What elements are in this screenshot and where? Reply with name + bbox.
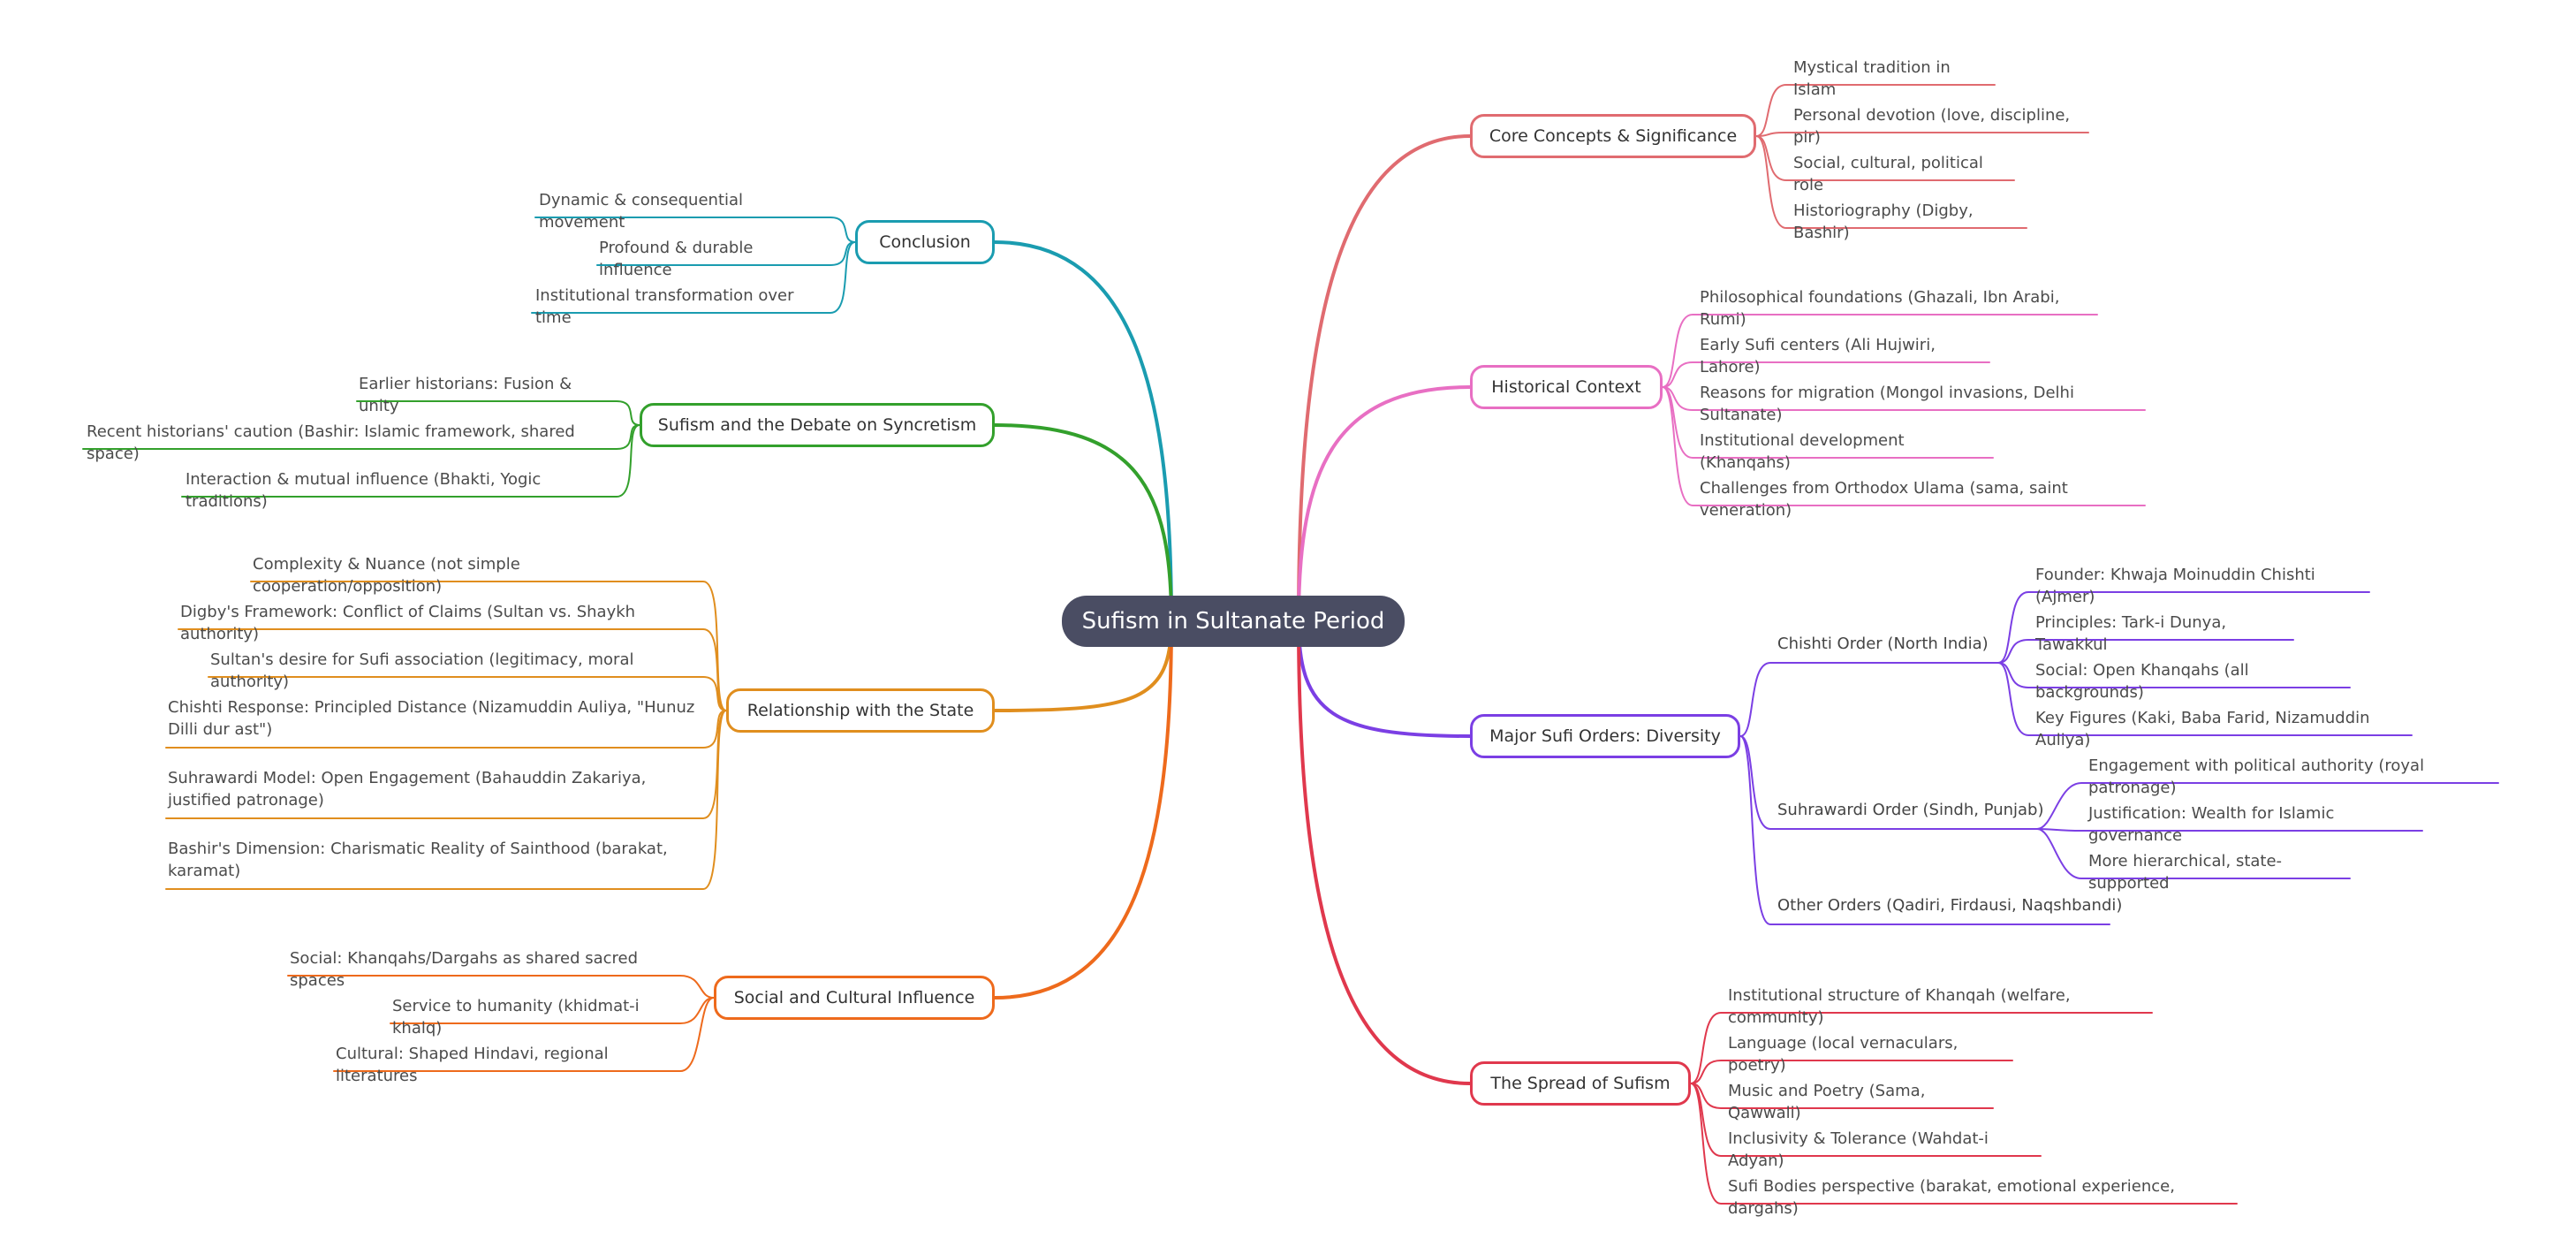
sub-suhrawardi-order[interactable]: Suhrawardi Order (Sindh, Punjab) (1777, 801, 2044, 819)
leaf-social-cultural[interactable]: Service to humanity (khidmat-i khalq) (392, 997, 640, 1038)
leaf-connector (1739, 735, 2038, 830)
leaf-connector (1755, 84, 1996, 137)
leaf-historical-context[interactable]: Philosophical foundations (Ghazali, Ibn … (1700, 288, 2060, 329)
leaf-connector (1997, 662, 2351, 688)
leaf-connector (2036, 828, 2351, 879)
leaf-conclusion[interactable]: Profound & durable influence (599, 239, 754, 279)
leaf-connector (1997, 639, 2294, 664)
leaf-spread-of-sufism[interactable]: Sufi Bodies perspective (barakat, emotio… (1728, 1177, 2175, 1218)
branch-conclusion[interactable]: Conclusion (855, 220, 995, 264)
leaf-connector (1690, 1060, 2013, 1084)
leaf-connector (390, 997, 715, 1024)
leaf-connector (1662, 386, 2146, 411)
branch-historical-context[interactable]: Historical Context (1470, 365, 1663, 409)
leaf-syncretism[interactable]: Recent historians' caution (Bashir: Isla… (87, 422, 575, 463)
leaf-suhrawardi[interactable]: More hierarchical, state-supported (2088, 852, 2283, 893)
leaf-state[interactable]: Chishti Response: Principled Distance (N… (168, 698, 695, 739)
leaf-connector (181, 424, 640, 498)
trunk-connector (993, 423, 1173, 623)
branch-spread-of-sufism[interactable]: The Spread of Sufism (1470, 1061, 1691, 1106)
leaf-connector (287, 975, 715, 999)
leaf-historical-context[interactable]: Reasons for migration (Mongol invasions,… (1700, 384, 2074, 424)
leaf-conclusion[interactable]: Institutional transformation over time (535, 286, 794, 327)
leaf-syncretism[interactable]: Interaction & mutual influence (Bhakti, … (186, 470, 542, 511)
leaf-spread-of-sufism[interactable]: Inclusivity & Tolerance (Wahdat-i Adyan) (1728, 1129, 1989, 1170)
leaf-connector (1739, 735, 2110, 925)
leaf-connector (596, 241, 856, 266)
leaf-social-cultural[interactable]: Cultural: Shaped Hindavi, regional liter… (336, 1045, 609, 1085)
sub-chishti-order[interactable]: Chishti Order (North India) (1777, 635, 1989, 653)
leaf-historical-context[interactable]: Early Sufi centers (Ali Hujwiri, Lahore) (1700, 336, 1936, 376)
leaf-chishti[interactable]: Social: Open Khanqahs (all backgrounds) (2035, 661, 2249, 702)
leaf-state[interactable]: Bashir's Dimension: Charismatic Reality … (168, 840, 668, 880)
leaf-state[interactable]: Suhrawardi Model: Open Engagement (Bahau… (168, 769, 647, 810)
leaf-state[interactable]: Sultan's desire for Sufi association (le… (210, 650, 634, 691)
leaf-connector (82, 424, 640, 450)
trunk-connector (993, 620, 1173, 1000)
leaf-connector (1662, 386, 2146, 506)
branch-syncretism-debate[interactable]: Sufism and the Debate on Syncretism (640, 403, 995, 447)
leaf-chishti[interactable]: Principles: Tark-i Dunya, Tawakkul (2035, 613, 2227, 654)
branch-relationship-with-state[interactable]: Relationship with the State (726, 688, 995, 733)
leaf-core-concepts[interactable]: Personal devotion (love, discipline, pir… (1793, 106, 2071, 147)
leaf-core-concepts[interactable]: Mystical tradition in Islam (1793, 58, 1951, 99)
leaf-historical-context[interactable]: Challenges from Orthodox Ulama (sama, sa… (1700, 479, 2068, 520)
leaf-connector (1662, 361, 1990, 388)
leaf-connector (1997, 591, 2370, 664)
trunk-connector (1297, 620, 1472, 1085)
leaf-connector (1755, 135, 2027, 229)
trunk-connector (1297, 385, 1472, 623)
leaf-connector (1739, 662, 1999, 737)
leaf-connector (531, 241, 856, 314)
leaf-connector (1997, 662, 2413, 736)
leaf-connector (1662, 314, 2098, 388)
leaf-connector (2036, 782, 2499, 830)
leaf-connector (165, 710, 727, 890)
leaf-historical-context[interactable]: Institutional development (Khanqahs) (1700, 431, 1905, 472)
leaf-suhrawardi[interactable]: Engagement with political authority (roy… (2088, 756, 2425, 797)
trunk-connector (993, 620, 1173, 712)
leaf-spread-of-sufism[interactable]: Institutional structure of Khanqah (welf… (1728, 986, 2071, 1027)
leaf-connector (250, 581, 727, 711)
leaf-social-cultural[interactable]: Social: Khanqahs/Dargahs as shared sacre… (290, 949, 639, 990)
leaf-connector (356, 400, 640, 426)
leaf-connector (1755, 132, 2089, 137)
trunk-connector (993, 240, 1173, 623)
leaf-connector (1755, 135, 2015, 181)
branch-major-sufi-orders[interactable]: Major Sufi Orders: Diversity (1470, 714, 1740, 758)
sub-other-orders[interactable]: Other Orders (Qadiri, Firdausi, Naqshban… (1777, 896, 2123, 915)
leaf-core-concepts[interactable]: Historiography (Digby, Bashir) (1793, 201, 1974, 242)
leaf-connector (333, 997, 715, 1072)
leaf-chishti[interactable]: Founder: Khwaja Moinuddin Chishti (Ajmer… (2035, 566, 2315, 606)
leaf-connector (1690, 1012, 2153, 1084)
leaf-connector (165, 710, 727, 749)
leaf-spread-of-sufism[interactable]: Music and Poetry (Sama, Qawwali) (1728, 1082, 1926, 1122)
leaf-suhrawardi[interactable]: Justification: Wealth for Islamic govern… (2088, 804, 2335, 845)
leaf-connector (208, 676, 727, 711)
leaf-connector (1690, 1083, 1994, 1109)
leaf-syncretism[interactable]: Earlier historians: Fusion & unity (359, 375, 572, 415)
leaf-connector (1690, 1083, 2238, 1205)
leaf-core-concepts[interactable]: Social, cultural, political role (1793, 154, 1983, 194)
leaf-chishti[interactable]: Key Figures (Kaki, Baba Farid, Nizamuddi… (2035, 709, 2370, 749)
branch-core-concepts[interactable]: Core Concepts & Significance (1470, 114, 1756, 158)
leaf-conclusion[interactable]: Dynamic & consequential movement (539, 191, 744, 232)
trunk-connector (1297, 620, 1472, 738)
branch-social-cultural-influence[interactable]: Social and Cultural Influence (714, 976, 995, 1020)
trunk-connector (1297, 134, 1472, 623)
leaf-connector (2036, 828, 2423, 832)
leaf-connector (178, 628, 727, 711)
center-topic[interactable]: Sufism in Sultanate Period (1062, 596, 1405, 647)
leaf-connector (534, 217, 856, 243)
leaf-state[interactable]: Digby's Framework: Conflict of Claims (S… (180, 603, 636, 643)
leaf-spread-of-sufism[interactable]: Language (local vernaculars, poetry) (1728, 1034, 1959, 1075)
leaf-state[interactable]: Complexity & Nuance (not simple cooperat… (253, 555, 520, 596)
